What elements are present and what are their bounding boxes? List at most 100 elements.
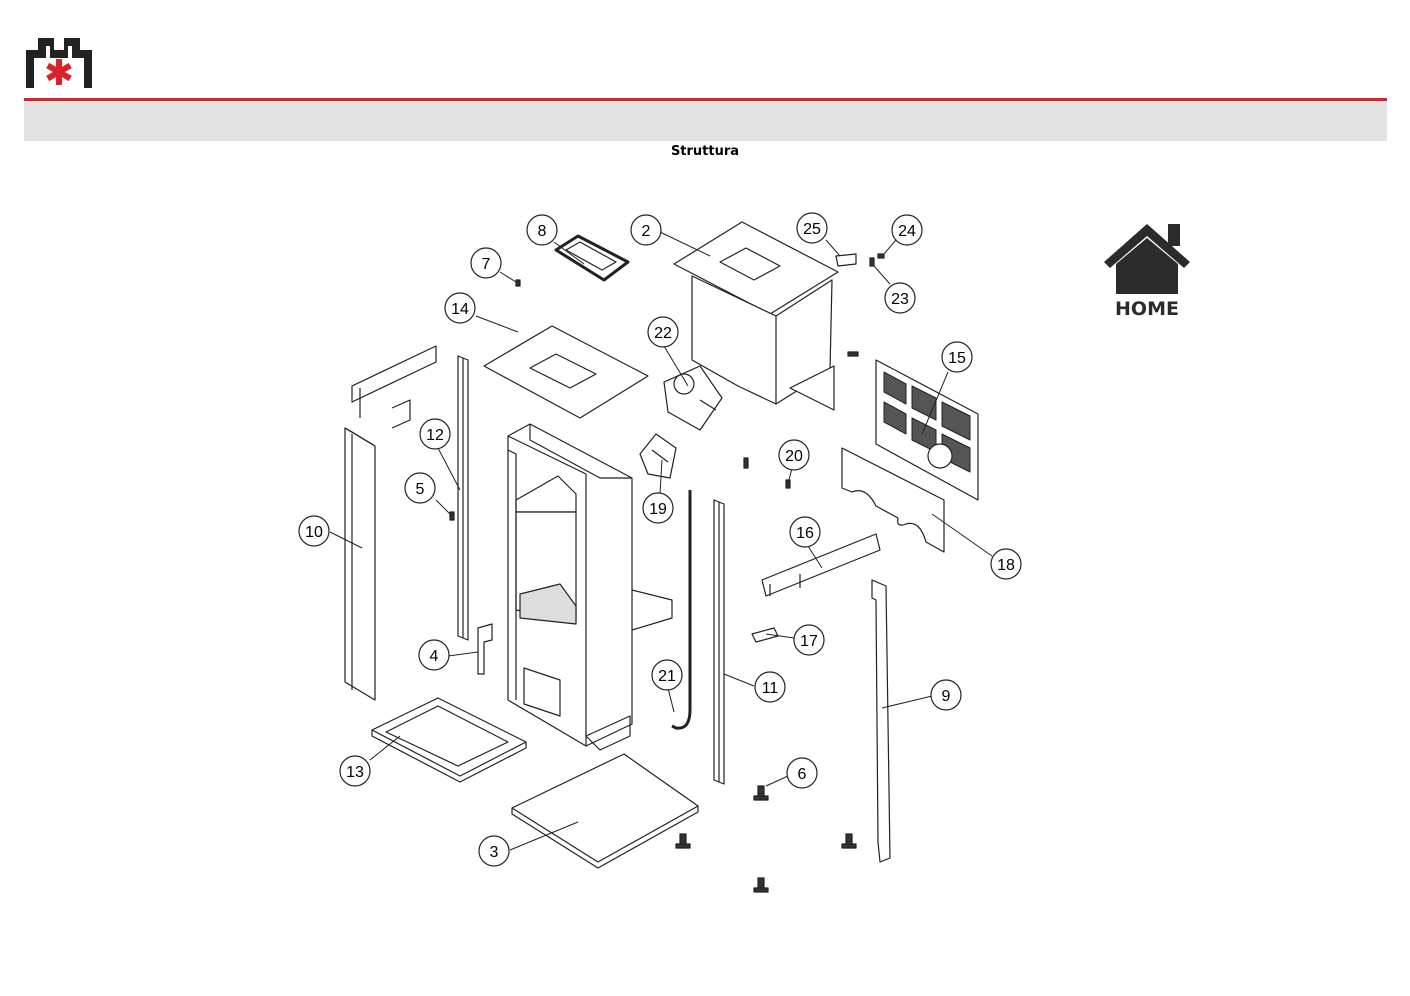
callout-7: 7 bbox=[470, 247, 502, 279]
callout-circle bbox=[786, 757, 818, 789]
part-10-left-side-panel bbox=[344, 427, 376, 701]
callout-circle bbox=[339, 755, 371, 787]
callout-circle bbox=[298, 515, 330, 547]
part-21-hose bbox=[671, 490, 692, 730]
callout-number: 7 bbox=[482, 256, 491, 273]
part-19-component bbox=[639, 433, 677, 479]
callout-number: 2 bbox=[642, 223, 651, 240]
callout-11: 11 bbox=[754, 671, 786, 703]
callout-number: 17 bbox=[800, 633, 818, 650]
leader-lines bbox=[329, 231, 993, 851]
callout-2: 2 bbox=[630, 214, 662, 246]
callout-circle bbox=[990, 548, 1022, 580]
callout-number: 16 bbox=[796, 525, 814, 542]
part-8-gasket bbox=[554, 234, 630, 282]
brand-logo-icon bbox=[26, 38, 92, 88]
callout-circle bbox=[789, 516, 821, 548]
callout-13: 13 bbox=[339, 755, 371, 787]
callout-circle bbox=[630, 214, 662, 246]
callout-number: 20 bbox=[785, 448, 803, 465]
callout-number: 22 bbox=[654, 325, 672, 342]
callout-circle bbox=[930, 679, 962, 711]
callout-number: 25 bbox=[803, 221, 821, 238]
part-3-floor-plate bbox=[511, 753, 699, 869]
callout-22: 22 bbox=[647, 316, 679, 348]
callout-circle bbox=[778, 439, 810, 471]
callout-19: 19 bbox=[642, 492, 674, 524]
callout-circle bbox=[796, 212, 828, 244]
stove-body bbox=[507, 423, 673, 751]
callout-24: 24 bbox=[891, 214, 923, 246]
callout-number: 10 bbox=[305, 524, 323, 541]
part-14-top-plate bbox=[483, 325, 649, 419]
callout-number: 9 bbox=[942, 688, 951, 705]
callout-number: 24 bbox=[898, 223, 916, 240]
callout-14: 14 bbox=[444, 292, 476, 324]
part-13-base-frame bbox=[371, 697, 527, 783]
callout-number: 3 bbox=[490, 844, 499, 861]
part-4-bracket bbox=[477, 623, 493, 675]
callout-circle bbox=[891, 214, 923, 246]
callout-21: 21 bbox=[651, 659, 683, 691]
feet-and-screws bbox=[449, 253, 885, 893]
callout-number: 18 bbox=[997, 557, 1015, 574]
callout-17: 17 bbox=[793, 624, 825, 656]
callout-25: 25 bbox=[796, 212, 828, 244]
callout-circle bbox=[478, 835, 510, 867]
callout-number: 8 bbox=[538, 223, 547, 240]
home-label: HOME bbox=[1115, 298, 1179, 320]
callout-20: 20 bbox=[778, 439, 810, 471]
callout-10: 10 bbox=[298, 515, 330, 547]
callout-circle bbox=[642, 492, 674, 524]
callout-circle bbox=[470, 247, 502, 279]
callout-15: 15 bbox=[941, 341, 973, 373]
part-11-rail bbox=[713, 499, 725, 785]
callout-circle bbox=[884, 282, 916, 314]
callout-circle bbox=[793, 624, 825, 656]
part-18-back-plate bbox=[841, 447, 945, 553]
callout-number: 21 bbox=[658, 668, 676, 685]
callout-circle bbox=[754, 671, 786, 703]
callout-number: 23 bbox=[891, 291, 909, 308]
callout-number: 14 bbox=[451, 301, 469, 318]
callout-4: 4 bbox=[418, 639, 450, 671]
callout-23: 23 bbox=[884, 282, 916, 314]
callout-circle bbox=[941, 341, 973, 373]
part-2-hopper bbox=[673, 221, 839, 411]
house-icon: HOME bbox=[1104, 224, 1190, 320]
part-25-plate bbox=[835, 253, 857, 267]
callout-circle bbox=[647, 316, 679, 348]
callout-circle bbox=[526, 214, 558, 246]
callout-circle bbox=[404, 472, 436, 504]
callout-number: 5 bbox=[416, 481, 425, 498]
callout-number: 15 bbox=[948, 350, 966, 367]
callout-5: 5 bbox=[404, 472, 436, 504]
callout-number: 11 bbox=[762, 680, 779, 697]
callout-circle bbox=[419, 418, 451, 450]
callout-number: 4 bbox=[430, 648, 439, 665]
callout-number: 6 bbox=[798, 766, 807, 783]
callout-circle bbox=[444, 292, 476, 324]
header-band bbox=[24, 101, 1387, 141]
part-12-rail bbox=[457, 355, 469, 641]
callout-9: 9 bbox=[930, 679, 962, 711]
callout-6: 6 bbox=[786, 757, 818, 789]
home-button[interactable]: HOME bbox=[1100, 218, 1194, 322]
callout-number: 19 bbox=[649, 501, 667, 518]
part-9-rail bbox=[871, 579, 891, 863]
callout-circle bbox=[651, 659, 683, 691]
part-22-motor bbox=[663, 365, 723, 431]
callout-3: 3 bbox=[478, 835, 510, 867]
part-15-grille-panel bbox=[875, 359, 979, 501]
callout-18: 18 bbox=[990, 548, 1022, 580]
callout-16: 16 bbox=[789, 516, 821, 548]
header-red-rule bbox=[24, 98, 1387, 101]
callout-circle bbox=[418, 639, 450, 671]
callout-8: 8 bbox=[526, 214, 558, 246]
callout-number: 12 bbox=[426, 427, 444, 444]
part-16-bracket bbox=[761, 533, 881, 597]
callout-number: 13 bbox=[346, 764, 364, 781]
part-top-left-bracket bbox=[351, 345, 437, 429]
